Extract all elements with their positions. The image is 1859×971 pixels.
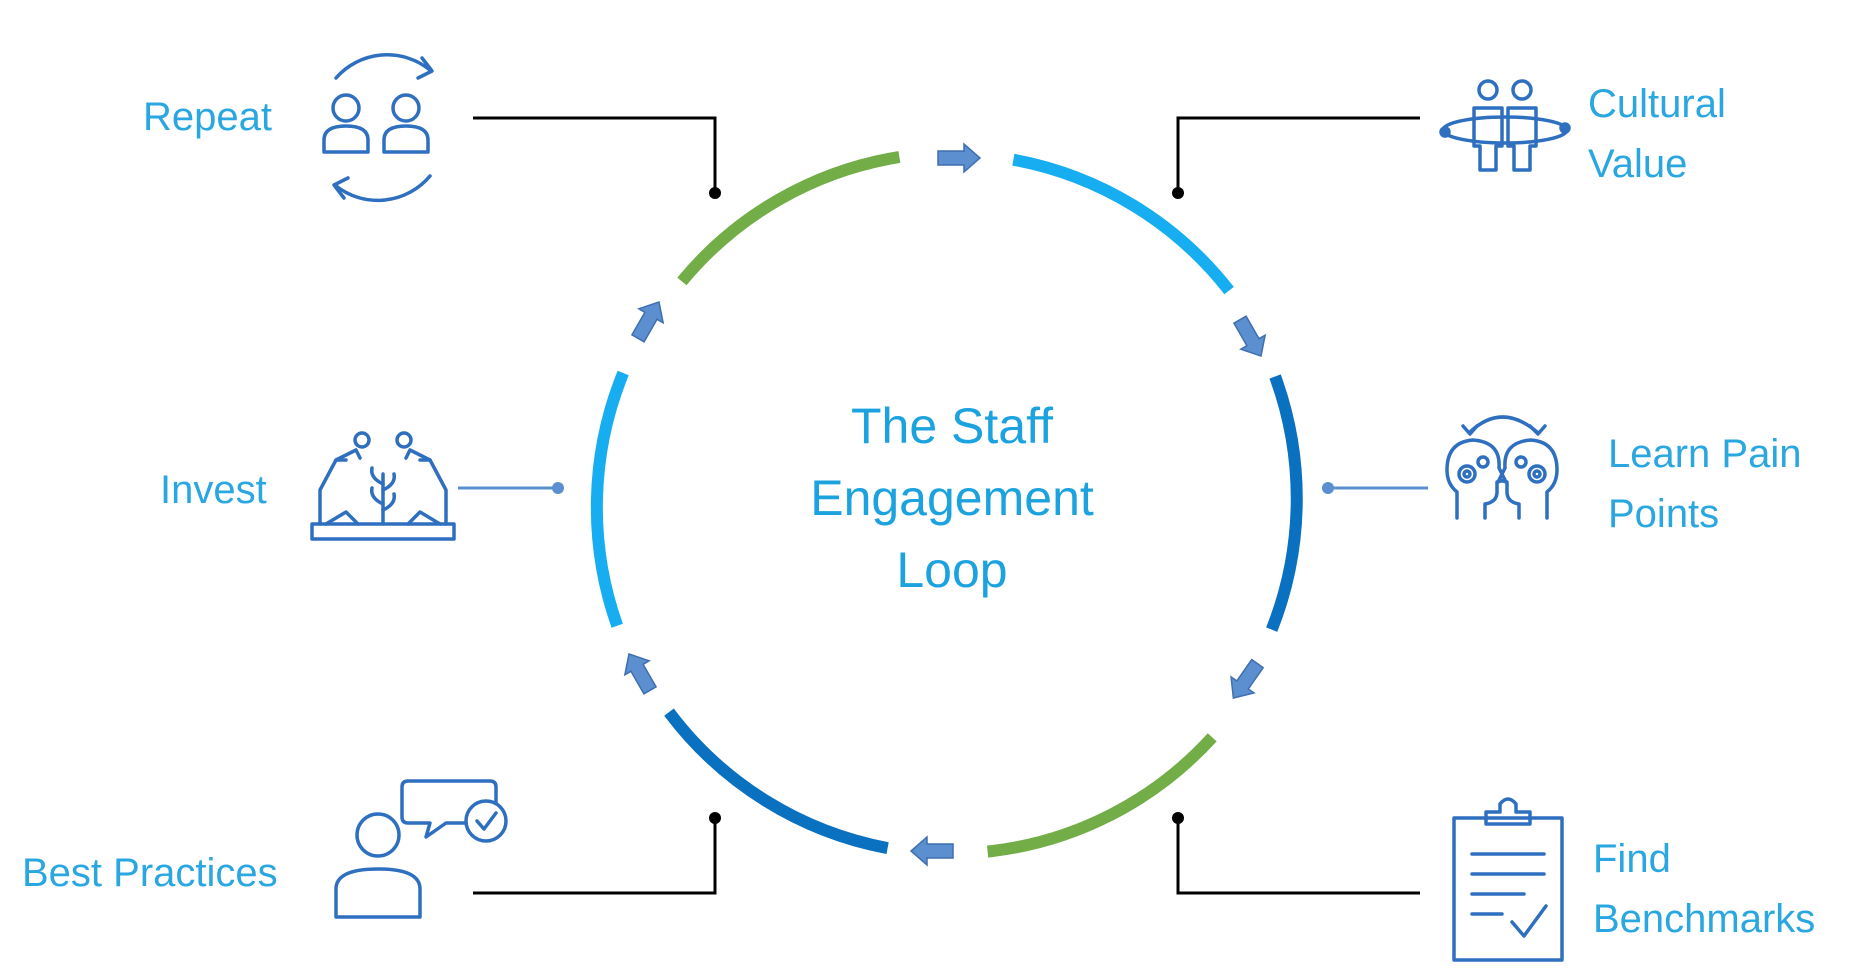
ring-segment-invest-repeat <box>677 151 901 286</box>
ring-segment-cultural-learn <box>1266 374 1303 632</box>
ring-segment-find-best <box>664 708 889 854</box>
connector-find-benchmarks <box>1172 812 1420 895</box>
flow-arrow-upper-left <box>625 294 672 347</box>
label-learn-pain-points-line2: Points <box>1608 492 1719 536</box>
connectors <box>458 116 1428 895</box>
stage-labels: Repeat Cultural Value Learn Pain Points … <box>22 82 1815 941</box>
label-learn-pain-points-line1: Learn Pain <box>1608 432 1801 476</box>
flow-arrow-lower-right <box>1221 654 1270 707</box>
label-cultural-value-line1: Cultural <box>1588 82 1726 126</box>
label-invest: Invest <box>160 468 267 512</box>
flow-arrow-upper-right <box>1227 311 1274 364</box>
flow-arrow-bottom <box>910 836 954 866</box>
plant-growth-icon <box>310 431 456 541</box>
connector-repeat <box>473 116 721 199</box>
label-cultural-value-line2: Value <box>1588 142 1687 186</box>
center-title-line2: Engagement <box>810 470 1094 526</box>
connector-learn-pain-points <box>1322 482 1428 494</box>
ring-segment-learn-find <box>986 733 1217 858</box>
label-find-benchmarks-line2: Benchmarks <box>1593 897 1815 941</box>
connector-cultural-value <box>1172 116 1420 199</box>
ring-segment-best-invest <box>590 370 629 628</box>
label-repeat: Repeat <box>143 95 272 139</box>
ring <box>590 151 1303 858</box>
flow-arrow-lower-left <box>616 646 663 699</box>
connector-invest <box>458 482 564 494</box>
people-cycle-icon <box>322 53 434 203</box>
person-chat-check-icon <box>334 779 508 919</box>
center-title-line1: The Staff <box>851 398 1053 454</box>
flow-arrow-top <box>937 143 981 173</box>
label-best-practices: Best Practices <box>22 851 278 895</box>
people-orbit-icon <box>1439 79 1571 172</box>
center-title: The Staff Engagement Loop <box>810 398 1094 598</box>
center-title-line3: Loop <box>896 542 1007 598</box>
label-find-benchmarks-line1: Find <box>1593 837 1671 881</box>
connector-best-practices <box>473 812 721 895</box>
heads-gears-icon <box>1445 415 1559 520</box>
clipboard-check-icon <box>1452 797 1564 962</box>
ring-segment-repeat-cultural <box>1012 153 1234 295</box>
